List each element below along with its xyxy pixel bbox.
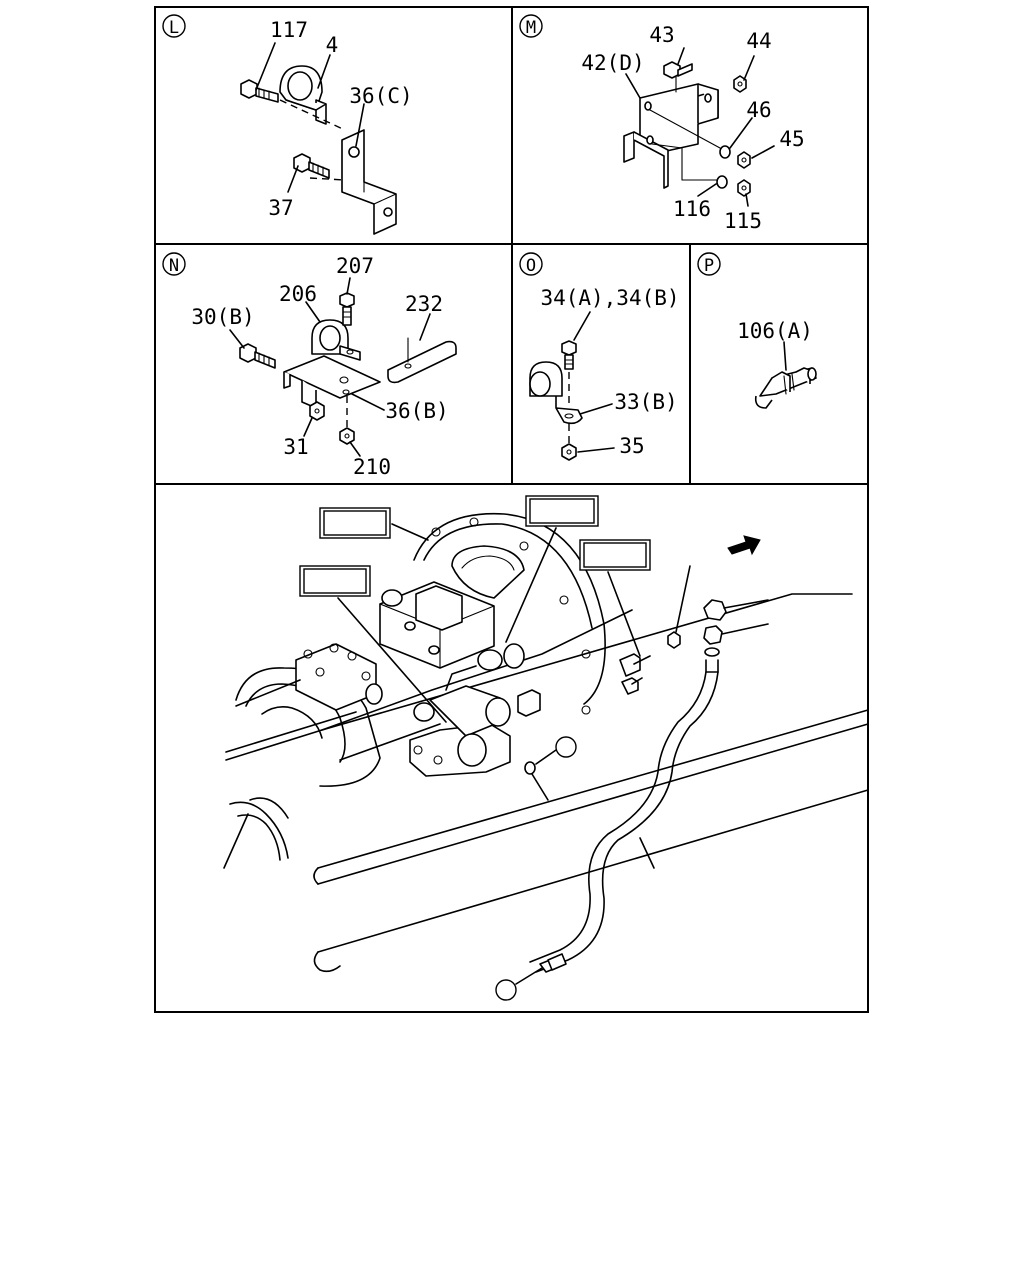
- label-207: 207: [336, 254, 374, 278]
- panel-l: L: [162, 14, 413, 235]
- washer-46-drawing: [719, 145, 731, 159]
- plate-232-drawing: [387, 337, 457, 384]
- label-4: 4: [326, 33, 339, 57]
- bolt-30b-drawing: [239, 343, 276, 369]
- label-45: 45: [779, 127, 804, 151]
- panel-m-id: M: [526, 18, 536, 38]
- panel-p-id-marker: P: [697, 252, 721, 276]
- label-232: 232: [405, 292, 443, 316]
- ref-box-2-39[interactable]: [525, 495, 599, 527]
- bracket-36b-drawing: [283, 355, 381, 409]
- front-arrow-icon: [727, 535, 761, 556]
- nut-115-drawing: [737, 179, 751, 197]
- panel-l-id-marker: L: [162, 14, 186, 38]
- washer-116-drawing: [716, 175, 728, 189]
- label-43: 43: [649, 23, 674, 47]
- label-106a: 106(A): [737, 319, 813, 343]
- label-37: 37: [268, 196, 293, 220]
- bolt-34-drawing: [561, 340, 577, 370]
- ref-box-2-01-right[interactable]: [579, 539, 651, 571]
- label-36c: 36(C): [349, 84, 412, 108]
- clamp-33b-drawing: [529, 361, 583, 425]
- callout-r[interactable]: [495, 979, 517, 1001]
- panel-o: O 34(A),34(B) 33(B) 35: [519, 252, 680, 461]
- washer-48-drawing: [524, 761, 536, 775]
- label-44: 44: [746, 29, 771, 53]
- bushing-4-drawing: [279, 65, 327, 125]
- panel-o-id: O: [526, 256, 536, 276]
- bushing-206-drawing: [311, 319, 361, 361]
- label-35: 35: [619, 434, 644, 458]
- bracket-9-drawing: [619, 631, 681, 695]
- label-117: 117: [270, 18, 308, 42]
- nut-31-drawing: [309, 401, 325, 421]
- connector-106a-drawing: [754, 367, 817, 409]
- panel-m-id-marker: M: [519, 14, 543, 38]
- callout-q[interactable]: [555, 736, 577, 758]
- connector-173-drawing: [703, 599, 727, 673]
- bolt-37-drawing: [293, 153, 330, 179]
- pipe-220-drawing: [529, 671, 719, 973]
- label-31: 31: [283, 435, 308, 459]
- label-34ab: 34(A),34(B): [540, 286, 679, 310]
- panel-p: P 106(A): [697, 252, 817, 409]
- nut-45-drawing: [737, 151, 751, 169]
- nut-44-drawing: [733, 75, 747, 93]
- label-46: 46: [746, 98, 771, 122]
- crossmember-drawing: [229, 797, 289, 861]
- label-210: 210: [353, 455, 391, 479]
- panel-o-id-marker: O: [519, 252, 543, 276]
- shift-unit-drawing: [379, 545, 525, 671]
- nut-35-drawing: [561, 443, 577, 461]
- label-42d: 42(D): [581, 51, 644, 75]
- frame-rail-drawing: [225, 593, 869, 973]
- panel-main: [223, 495, 869, 1001]
- panel-p-id: P: [704, 256, 714, 276]
- transmission-drawing: [235, 609, 633, 787]
- label-33b: 33(B): [614, 390, 677, 414]
- label-115: 115: [724, 209, 762, 233]
- panel-n-id-marker: N: [162, 252, 186, 276]
- nut-210-drawing: [339, 427, 355, 445]
- panel-n: N: [162, 252, 457, 479]
- bolt-117-drawing: [240, 79, 279, 103]
- panel-l-id: L: [169, 18, 179, 38]
- label-30b: 30(B): [191, 305, 254, 329]
- panel-n-id: N: [169, 256, 179, 276]
- ref-box-2-20[interactable]: [319, 507, 391, 539]
- flywheel-housing-drawing: [413, 512, 606, 715]
- panel-m: M: [519, 14, 805, 233]
- diagram-frames: [154, 6, 869, 1013]
- label-206: 206: [279, 282, 317, 306]
- bolt-207-drawing: [339, 292, 355, 326]
- label-36b: 36(B): [385, 399, 448, 423]
- actuator-drawing: [409, 665, 541, 777]
- bracket-36c-drawing: [341, 129, 397, 235]
- bracket-42d-drawing: [623, 83, 719, 189]
- bolt-43-drawing: [663, 61, 693, 79]
- ref-box-2-01-left[interactable]: [299, 565, 371, 597]
- label-116: 116: [673, 197, 711, 221]
